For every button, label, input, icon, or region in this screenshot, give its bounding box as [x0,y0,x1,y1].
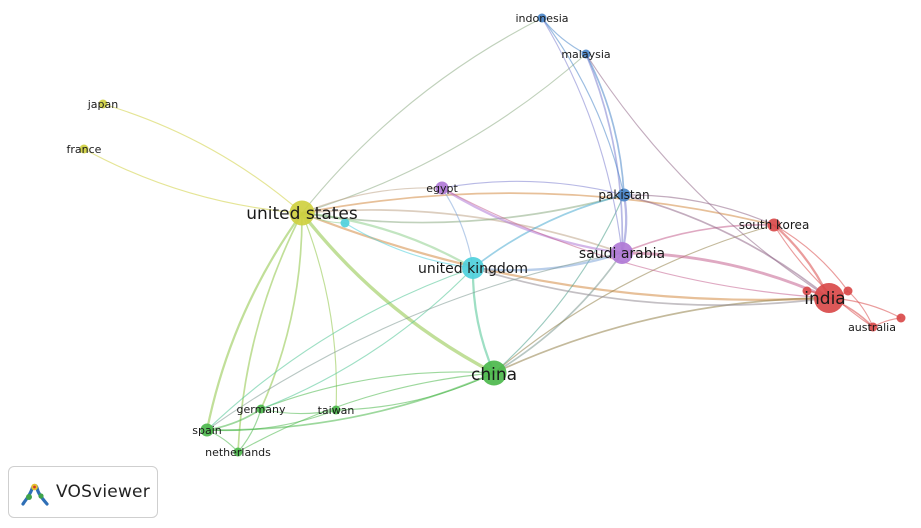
link-uk-cyan2[interactable] [344,222,474,269]
label-indonesia: indonesia [515,12,568,25]
label-germany: germany [236,403,286,416]
node-japan[interactable] [98,99,108,109]
node-spain[interactable] [200,423,214,437]
link-china-india[interactable] [493,297,830,374]
link-southkorea-australia[interactable] [773,224,874,328]
node-france[interactable] [79,144,89,154]
node-egypt[interactable] [435,181,449,195]
link-pakistan-india[interactable] [623,194,830,299]
link-usa-southkorea[interactable] [301,192,775,226]
node-red5[interactable] [802,286,812,296]
link-saudi-egypt[interactable] [441,187,623,255]
link-uk-egypt[interactable] [441,187,474,269]
label-japan: japan [87,98,119,111]
link-saudi-malaysia[interactable] [585,53,624,254]
node-usa[interactable] [289,200,315,226]
link-usa-spain[interactable] [205,212,303,431]
link-uk-spain[interactable] [206,267,474,431]
link-indonesia-pakistan[interactable] [541,17,625,196]
node-taiwan[interactable] [331,405,341,415]
node-red4[interactable] [896,313,906,323]
node-netherlands[interactable] [233,447,243,457]
link-uk-germany[interactable] [260,267,474,410]
link-indonesia-usa[interactable] [301,17,543,214]
node-indonesia[interactable] [537,13,547,23]
label-saudi: saudi arabia [579,246,665,262]
node-uk[interactable] [462,257,484,279]
link-usa-japan[interactable] [102,103,303,214]
link-china-germany[interactable] [260,371,495,410]
node-india[interactable] [814,283,844,313]
link-saudi-southkorea[interactable] [621,223,775,254]
label-malaysia: malaysia [561,48,610,61]
link-malaysia-india[interactable] [585,53,830,299]
label-india: india [804,289,845,309]
link-usa-saudi[interactable] [301,209,623,254]
node-southkorea[interactable] [767,218,781,232]
label-france: france [67,143,102,156]
label-australia: australia [848,321,896,334]
label-usa: united states [246,204,358,224]
node-china[interactable] [481,360,507,386]
link-china-taiwan[interactable] [335,372,495,411]
node-red3[interactable] [843,286,853,296]
label-taiwan: taiwan [318,404,355,417]
link-usa-germany[interactable] [260,212,303,410]
vosviewer-logo-icon [21,483,49,506]
node-cyan2[interactable] [340,218,350,228]
label-uk: united kingdom [418,261,528,277]
link-usa-egypt[interactable] [301,187,443,214]
link-uk-saudi[interactable] [472,251,623,272]
link-uk-india[interactable] [472,267,830,306]
link-usa-taiwan[interactable] [301,212,337,411]
link-china-netherlands[interactable] [237,372,495,453]
vosviewer-badge: VOSviewer [8,466,158,518]
link-india-egypt[interactable] [441,187,830,299]
link-china-uk[interactable] [471,267,496,374]
node-saudi[interactable] [611,242,633,264]
label-spain: spain [192,424,222,437]
label-china: china [471,365,517,385]
node-malaysia[interactable] [581,49,591,59]
label-pakistan: pakistan [598,188,649,202]
link-pakistan-egypt[interactable] [441,180,625,196]
link-indonesia-saudi[interactable] [541,17,623,254]
link-germany-taiwan[interactable] [260,408,337,415]
link-saudi-spain[interactable] [206,252,623,431]
links-layer [83,17,902,453]
node-pakistan[interactable] [617,188,631,202]
link-usa-france[interactable] [83,148,303,214]
link-spain-taiwan[interactable] [206,409,337,432]
label-southkorea: south korea [739,218,810,232]
node-australia[interactable] [868,322,878,332]
link-pakistan-malaysia[interactable] [585,53,625,196]
label-netherlands: netherlands [205,446,271,459]
link-pakistan-southkorea[interactable] [623,194,775,226]
link-uk-pakistan[interactable] [472,194,625,269]
link-southkorea-red3[interactable] [773,224,849,292]
labels-layer: united states japan france china germany spai… [67,12,896,459]
node-germany[interactable] [256,404,266,414]
label-egypt: egypt [426,182,458,195]
vosviewer-brand-label: VOSviewer [56,482,150,502]
nodes-layer [79,13,906,457]
